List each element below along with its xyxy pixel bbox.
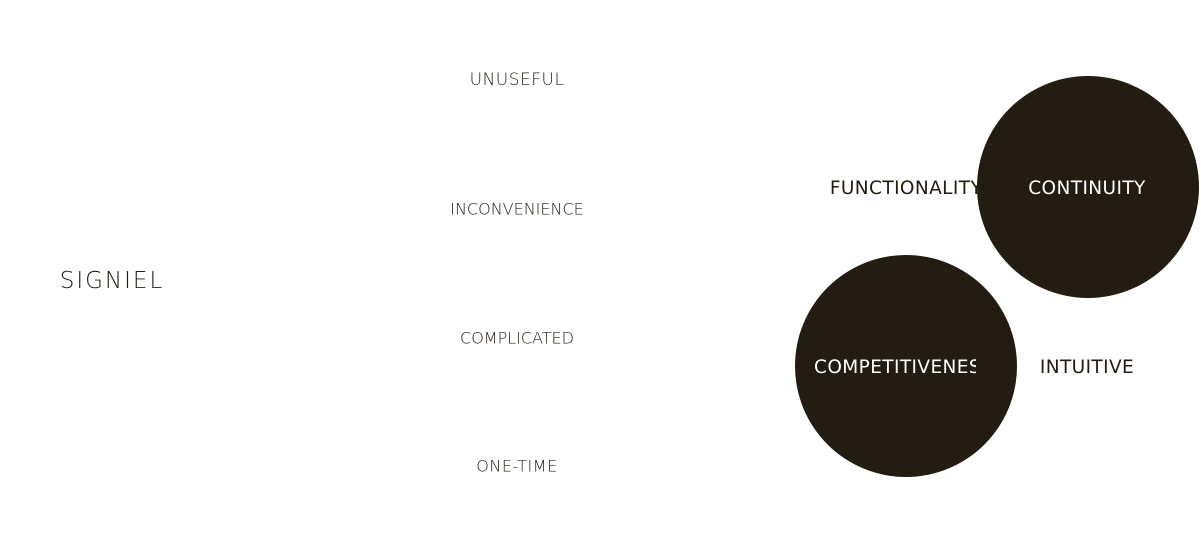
label-continuity: CONTINUITY	[1028, 178, 1146, 199]
word-inconvenience: INCONVENIENCE	[450, 199, 584, 219]
brand-logo-text: SIGNIEL	[59, 268, 165, 294]
circle-continuity	[977, 76, 1199, 298]
word-complicated: COMPLICATED	[460, 328, 574, 348]
circle-competitiveness	[795, 255, 1017, 477]
label-intuitive: INTUITIVE	[1040, 357, 1134, 378]
label-functionality: FUNCTIONALITY	[830, 178, 983, 199]
label-competitiveness: COMPETITIVENESS	[814, 357, 993, 378]
word-one-time: ONE-TIME	[476, 456, 558, 476]
word-unuseful: UNUSEFUL	[469, 70, 565, 90]
